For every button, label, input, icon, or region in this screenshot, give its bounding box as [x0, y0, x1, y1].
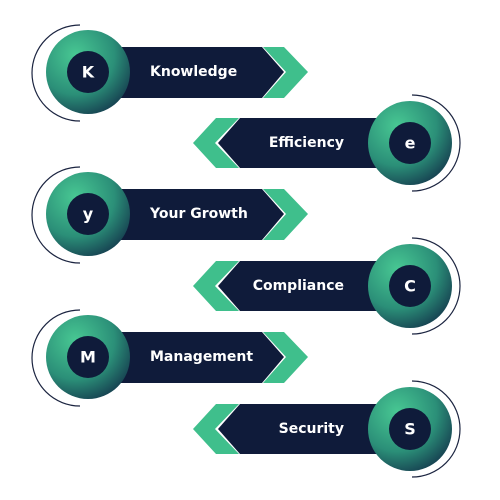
step-label: Your Growth [149, 206, 248, 222]
letter-badge [389, 265, 431, 307]
chevron-right-icon [263, 332, 308, 383]
outer-ring-arc [411, 94, 461, 192]
outer-ring-arc [31, 309, 81, 407]
step-label: Knowledge [150, 64, 237, 80]
label-banner [218, 404, 410, 454]
letter-badge [389, 122, 431, 164]
step-row-management: M Management [31, 309, 308, 407]
outer-ring-arc [411, 237, 461, 335]
chevron-right-icon [263, 47, 308, 98]
label-banner [80, 47, 284, 98]
step-letter: S [404, 420, 416, 439]
letter-badge [67, 51, 109, 93]
label-banner [218, 261, 410, 311]
step-label: Management [150, 349, 253, 365]
letter-badge [389, 408, 431, 450]
chevron-left-icon [193, 404, 239, 454]
step-label: Security [279, 421, 344, 437]
label-banner [80, 332, 284, 383]
chevron-right-icon [263, 189, 308, 240]
outer-ring-arc [31, 24, 81, 122]
step-row-knowledge: K Knowledge [31, 24, 308, 122]
step-letter: e [405, 134, 416, 153]
step-label: Efficiency [269, 135, 344, 151]
step-letter: M [80, 348, 96, 367]
step-row-efficiency: e Efficiency [193, 94, 461, 192]
label-banner [218, 118, 410, 168]
label-banner [80, 189, 284, 240]
step-letter: K [82, 63, 95, 82]
outer-ring-arc [31, 166, 81, 264]
step-letter: C [404, 277, 416, 296]
letter-badge [67, 193, 109, 235]
step-row-security: S Security [193, 380, 461, 478]
step-label: Compliance [253, 278, 344, 294]
chevron-left-icon [193, 118, 239, 168]
step-letter: y [83, 205, 94, 224]
step-row-compliance: C Compliance [193, 237, 461, 335]
letter-badge [67, 336, 109, 378]
step-row-your-growth: y Your Growth [31, 166, 308, 264]
chevron-left-icon [193, 261, 239, 311]
outer-ring-arc [411, 380, 461, 478]
